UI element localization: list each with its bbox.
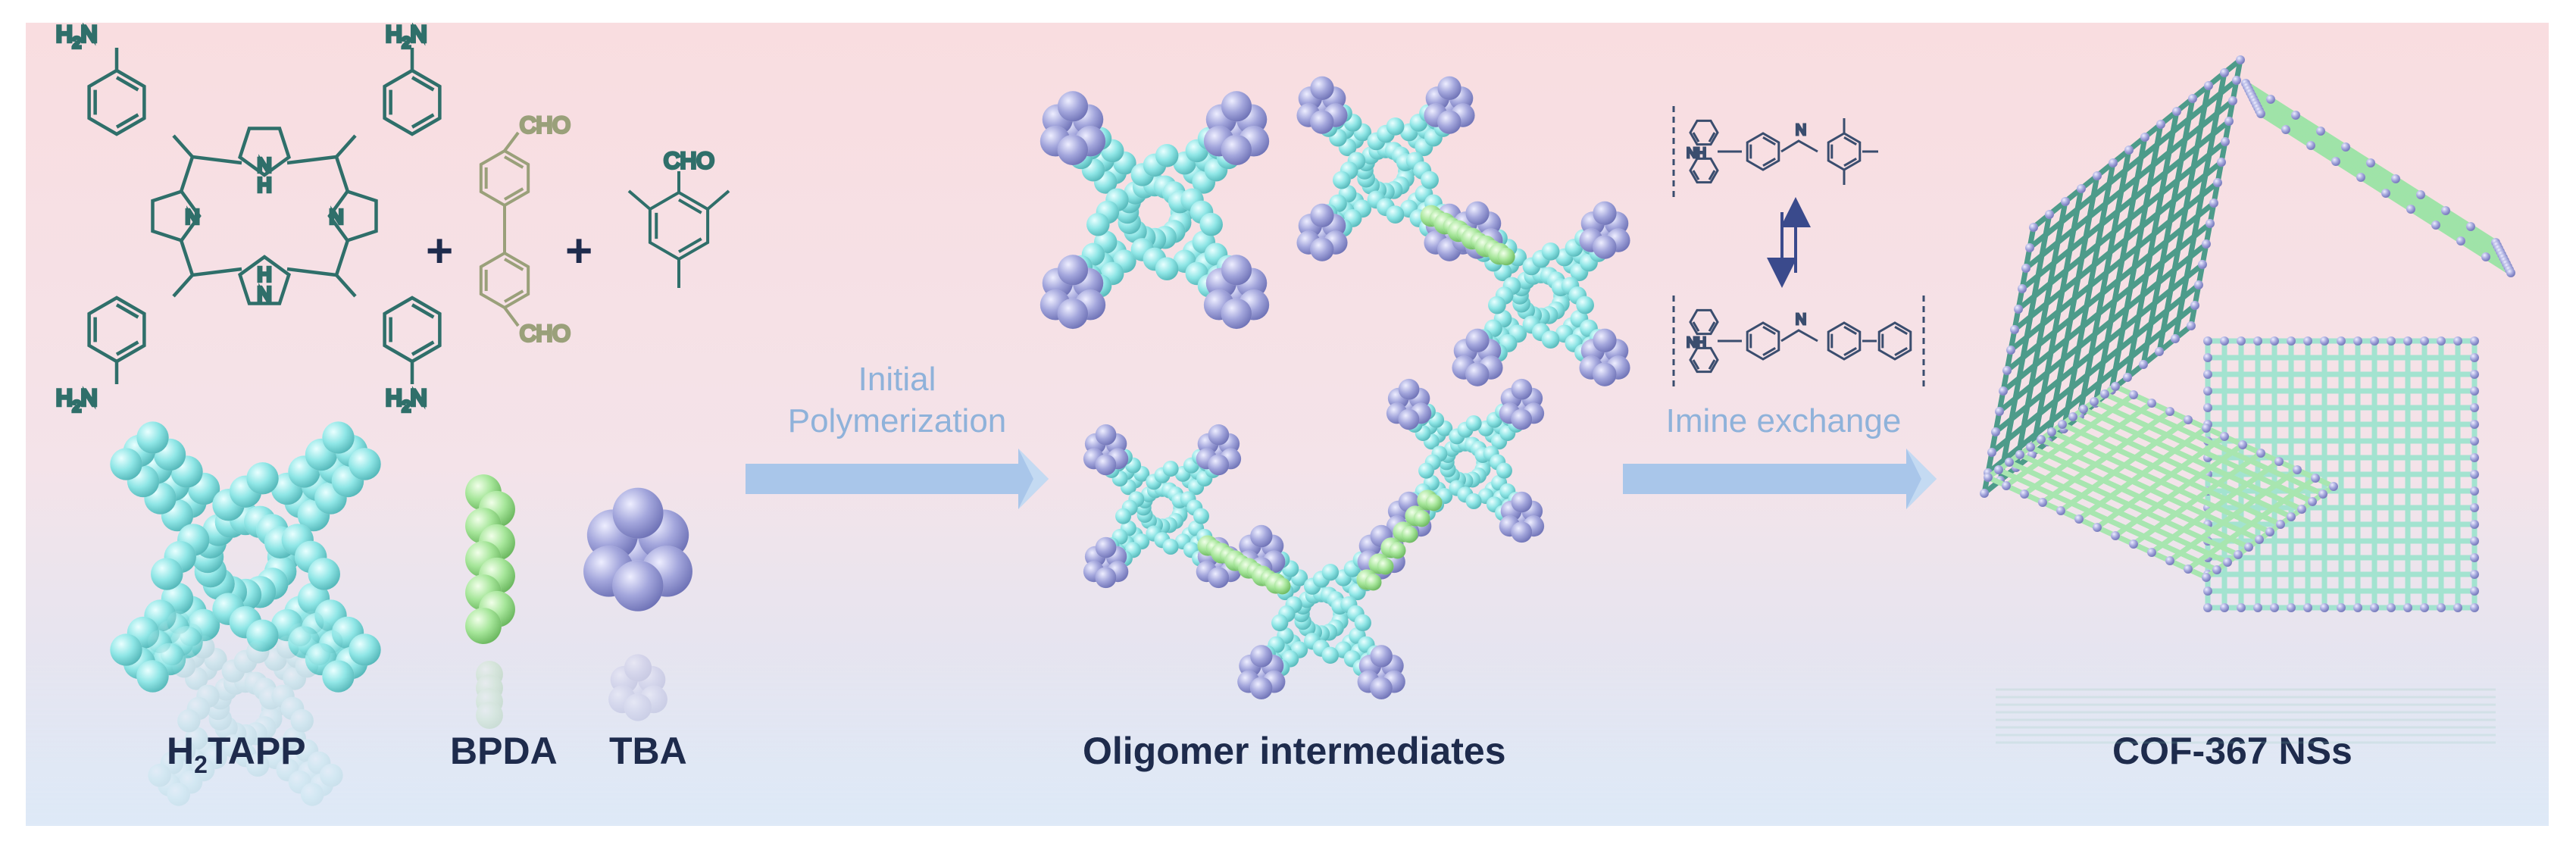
imine-n-label: N [1796,311,1806,328]
caption-tba: TBA [609,730,687,772]
pyridine-n-label: N [330,205,344,228]
pyrrole-h-label: H [258,263,272,286]
bpda-space-filling-model [464,474,516,645]
initial-polymerization-arrow [746,449,1049,509]
amine-label: H2N [386,386,427,415]
aldehyde-label: CHO [520,321,571,346]
pyrrole-n-label: N [258,283,272,305]
imine-exchange-equilibrium: N NH N NH [1672,106,1925,386]
nh-label: NH [1687,145,1706,161]
plus-sign: + [565,225,592,277]
bpda-skeletal-structure: CHO CHO [479,111,572,348]
cof-nanosheet [2240,78,2516,278]
aldehyde-label: CHO [520,113,571,138]
imine-exchange-arrow [1623,449,1937,509]
caption-bpda: BPDA [450,730,558,772]
pyridine-n-label: N [186,205,200,228]
cof-nanosheet [1979,55,2246,499]
cof-reflection [1996,688,2496,744]
model-reflections [26,611,2549,826]
pyrrole-h-label: H [258,174,272,196]
tba-skeletal-structure: CHO [627,147,730,288]
amine-label: H2N [56,23,97,52]
caption-cof: COF-367 NSs [2112,730,2352,772]
pyrrole-n-label: N [258,154,272,177]
cof-nanosheet [2202,336,2480,613]
oligomer-intermediates-models [1039,76,1630,700]
tba-space-filling-model [583,487,693,612]
step-initial-line2: Polymerization [788,402,1007,439]
cof-nanosheet [1983,381,2339,583]
caption-oligomer: Oligomer intermediates [1083,730,1506,772]
nh-label: NH [1687,335,1706,350]
caption-h2tapp: H2TAPP [167,730,306,778]
cof-367-nanosheets [1979,55,2516,744]
plus-sign: + [426,225,453,277]
amine-label: H2N [56,386,97,415]
imine-n-label: N [1796,122,1806,139]
amine-label: H2N [386,23,427,52]
step-imine-exchange: Imine exchange [1666,402,1902,439]
step-initial-line1: Initial [858,361,936,398]
aldehyde-label: CHO [664,149,714,174]
